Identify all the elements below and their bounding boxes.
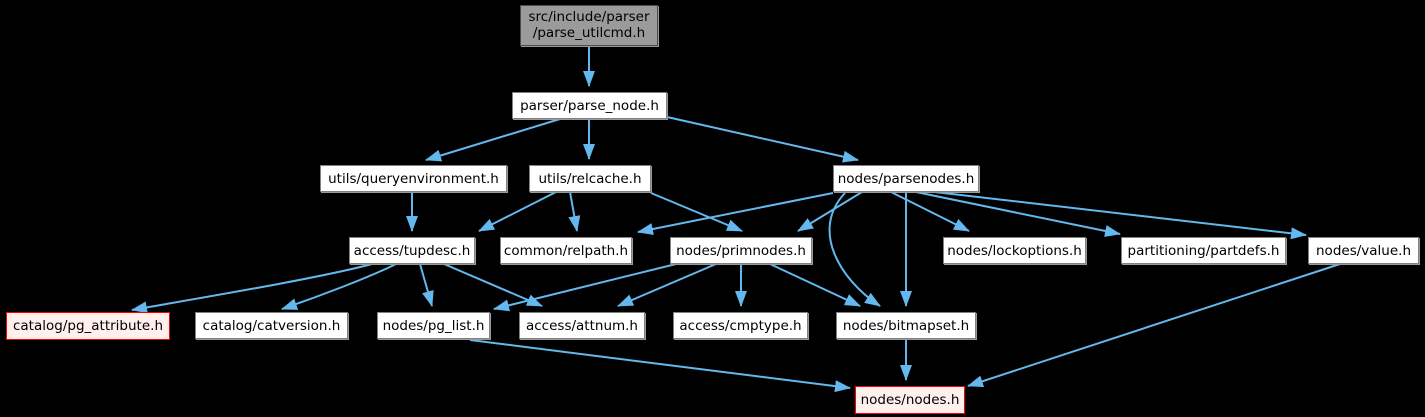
edge-tupdesc-to-catversion (281, 263, 397, 310)
edge-parsenodes-to-relpath (637, 192, 834, 235)
node-bitmapset[interactable]: nodes/bitmapset.h (836, 312, 976, 339)
node-relpath[interactable]: common/relpath.h (500, 237, 632, 264)
edge-parsenodes-to-bitmapset (828, 192, 881, 307)
edge-parsenodes-to-partdefs (915, 191, 1121, 237)
edge-tupdesc-to-pg_list (419, 263, 434, 307)
node-label: utils/relcache.h (538, 170, 642, 187)
node-label: access/tupdesc.h (353, 242, 471, 259)
node-label: common/relpath.h (503, 242, 629, 259)
edge-tupdesc-to-pg_attribute (131, 263, 373, 314)
edge-tupdesc-to-attnum (443, 263, 543, 307)
node-value[interactable]: nodes/value.h (1308, 237, 1419, 264)
node-label: catalog/catversion.h (202, 317, 341, 334)
node-label: access/cmptype.h (679, 317, 802, 334)
edges-group (131, 46, 1341, 393)
node-label: utils/queryenvironment.h (328, 170, 499, 187)
node-lockoptions[interactable]: nodes/lockoptions.h (943, 237, 1086, 264)
node-cmptype[interactable]: access/cmptype.h (673, 312, 808, 339)
node-label: nodes/nodes.h (860, 392, 960, 408)
edge-parsenodes-to-value (925, 190, 1307, 240)
edge-primnodes-to-pg_list (493, 263, 677, 312)
edge-primnodes-to-bitmapset (769, 263, 861, 307)
node-tupdesc[interactable]: access/tupdesc.h (349, 237, 475, 264)
node-nodes[interactable]: nodes/nodes.h (855, 386, 965, 414)
edge-parse_node-to-queryenvironment (425, 118, 561, 162)
edge-relcache-to-tupdesc (478, 191, 557, 232)
edge-relcache-to-relpath (568, 191, 581, 232)
node-parse_node[interactable]: parser/parse_node.h (512, 92, 667, 119)
node-parsenodes[interactable]: nodes/parsenodes.h (833, 165, 979, 192)
node-pg_attribute[interactable]: catalog/pg_attribute.h (6, 312, 170, 340)
node-partdefs[interactable]: partitioning/partdefs.h (1121, 237, 1286, 264)
node-relcache[interactable]: utils/relcache.h (529, 165, 651, 192)
node-label-line: /parse_utilcmd.h (532, 24, 646, 41)
node-label: nodes/bitmapset.h (842, 317, 970, 334)
node-catversion[interactable]: catalog/catversion.h (195, 312, 348, 339)
node-label-line: src/include/parser (528, 8, 650, 25)
node-label: catalog/pg_attribute.h (12, 318, 163, 334)
node-label: nodes/lockoptions.h (947, 242, 1082, 259)
edge-parsenodes-to-lockoptions (890, 191, 970, 232)
edge-value-to-nodes (967, 263, 1341, 388)
node-label: nodes/value.h (1316, 242, 1411, 259)
node-primnodes[interactable]: nodes/primnodes.h (670, 237, 812, 264)
node-root[interactable]: src/include/parser/parse_utilcmd.h (520, 5, 658, 46)
node-attnum[interactable]: access/attnum.h (519, 312, 645, 339)
node-label: parser/parse_node.h (520, 97, 659, 114)
node-label: access/attnum.h (525, 317, 638, 334)
edge-relcache-to-primnodes (650, 192, 743, 232)
edge-parse_node-to-parsenodes (666, 116, 859, 163)
node-pg_list[interactable]: nodes/pg_list.h (377, 312, 490, 339)
node-label: partitioning/partdefs.h (1127, 242, 1280, 259)
node-label: nodes/pg_list.h (382, 317, 485, 334)
edge-primnodes-to-attnum (617, 263, 717, 307)
edge-pg_list-to-nodes (469, 339, 851, 393)
node-label: nodes/parsenodes.h (837, 170, 975, 187)
node-queryenvironment[interactable]: utils/queryenvironment.h (320, 165, 507, 192)
edge-parsenodes-to-primnodes (797, 191, 863, 232)
node-label: nodes/primnodes.h (676, 242, 806, 259)
